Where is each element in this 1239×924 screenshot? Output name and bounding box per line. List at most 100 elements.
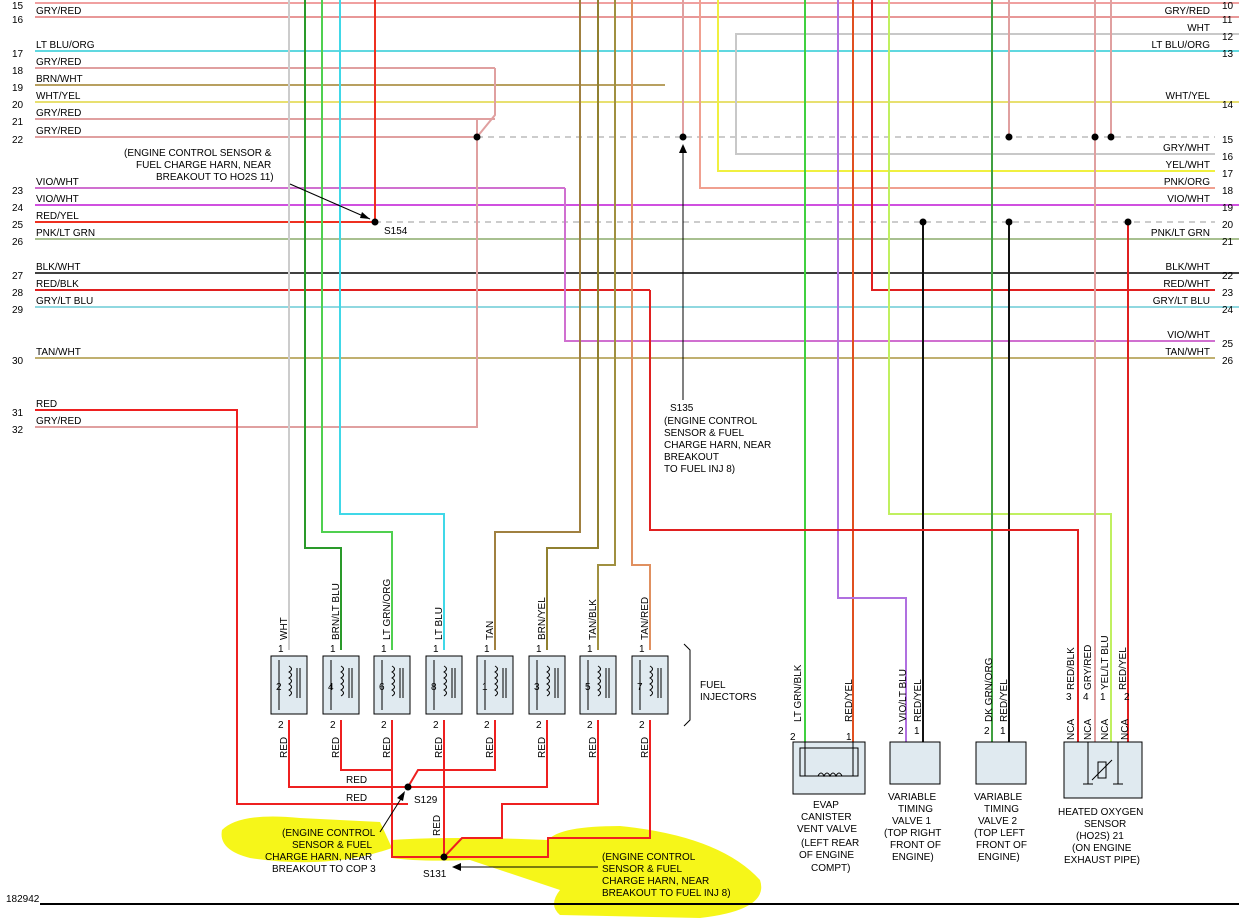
right-label-17: YEL/WHT [1166,160,1210,171]
right-num-15: 15 [1222,135,1234,146]
vtv1-wire-2: RED/YEL [913,679,924,722]
s135-note-1: (ENGINE CONTROL [664,416,758,427]
injector-wire-label: TAN/BLK [588,599,599,640]
right-num-16: 16 [1222,152,1234,163]
right-label-21: PNK/LT GRN [1151,228,1210,239]
right-label-25: VIO/WHT [1167,330,1210,341]
right-label-16: GRY/WHT [1163,143,1210,154]
left-num-27: 27 [12,271,24,282]
highlight-mark-s131 [392,826,762,918]
injector-pin-2: 2 [536,720,542,731]
right-label-24: GRY/LT BLU [1153,296,1210,307]
left-num-31: 31 [12,408,24,419]
injector-pin-2: 2 [330,720,336,731]
injector-red-label: RED [537,737,548,758]
wire-31-red [35,409,408,805]
injector-pin-1: 1 [587,644,593,655]
red-inj3 [408,720,548,788]
injector-feed-1 [304,0,342,650]
left-label-16: GRY/RED [36,6,81,17]
s135-note-2: SENSOR & FUEL [664,428,744,439]
right-num-10: 10 [1222,1,1234,12]
injector-pin-2: 2 [484,720,490,731]
s131-note-1: (ENGINE CONTROL [602,852,696,863]
s131-note-2: SENSOR & FUEL [602,864,682,875]
s131-leader-arrow [452,863,461,871]
red-inj7 [444,720,651,858]
wire-r12 [735,33,1239,155]
left-label-19: BRN/WHT [36,74,83,85]
left-num-30: 30 [12,356,24,367]
s135-note-4: BREAKOUT [664,452,719,463]
left-label-29: GRY/LT BLU [36,296,93,307]
ho2s-wire-3: YEL/LT BLU [1100,635,1111,690]
injector-coil [649,665,653,697]
injector-red-label: RED [485,737,496,758]
wire-ho2s-1 [888,0,1112,742]
right-label-26: TAN/WHT [1165,347,1210,358]
injector-coil [391,665,395,697]
injector-red-label: RED [382,737,393,758]
evap-label-5: OF ENGINE [799,850,854,861]
right-num-21: 21 [1222,237,1234,248]
red-label-3: RED [432,815,443,836]
ho2s-label-3: (HO2S) 21 [1076,831,1124,842]
right-num-12: 12 [1222,32,1234,43]
injector-pin-1: 1 [433,644,439,655]
left-label-23: VIO/WHT [36,177,79,188]
wire-r23 [871,0,1215,291]
ho2s-nca-2: NCA [1083,719,1094,740]
left-num-25: 25 [12,220,24,231]
injector-pin-1: 1 [278,644,284,655]
ho2s-label-4: (ON ENGINE [1072,843,1132,854]
injector-wire-label: TAN [485,621,496,640]
injector-pin-2: 2 [278,720,284,731]
red-label-1: RED [346,775,367,786]
injector-wire-label: WHT [279,617,290,640]
injector-feed-6 [597,0,616,650]
right-label-18: PNK/ORG [1164,177,1210,188]
injector-body [270,655,308,715]
left-num-20: 20 [12,100,24,111]
vtv2-label-2: TIMING [984,804,1019,815]
injector-pin-1: 1 [381,644,387,655]
injectors-label-2: INJECTORS [700,692,757,703]
red-inj2 [288,720,408,788]
injector-cyl-label: 7 [637,682,643,693]
right-num-17: 17 [1222,169,1234,180]
wire-r18 [699,0,1215,189]
injector-pin-2: 2 [381,720,387,731]
left-num-16: 16 [12,15,24,26]
evap-canister-vent-valve: 2 1 LT GRN/BLK RED/YEL EVAP CANISTER VEN… [790,664,866,874]
left-label-17: LT BLU/ORG [36,40,95,51]
injector-wire-label: TAN/RED [640,597,651,640]
vtv1-wire-1: VIO/LT BLU [898,669,909,722]
injector-coil [494,665,498,697]
right-num-11: 11 [1222,15,1233,26]
figure-id: 182942 [6,894,40,905]
evap-pin-2: 2 [790,732,796,743]
injector-coil [443,665,447,697]
vtv2-label-1: VARIABLE [974,792,1022,803]
injector-feed-7 [631,0,651,650]
injector-body [528,655,566,715]
s129-leader [379,793,405,833]
s129-label: S129 [414,795,438,806]
red-label-2: RED [346,793,367,804]
injector-body [373,655,411,715]
left-num-28: 28 [12,288,24,299]
wire-r17 [717,0,1215,172]
injector-cyl-label: 2 [276,682,282,693]
injector-red-label: RED [434,737,445,758]
ho2s-label-2: SENSOR [1084,819,1126,830]
s131-note-4: BREAKOUT TO FUEL INJ 8) [602,888,731,899]
injector-wire-label: LT BLU [434,607,445,640]
injector-red-label: RED [331,737,342,758]
injector-body [322,655,360,715]
vtv2-wire-2: RED/YEL [999,679,1010,722]
vtv2-label-5: FRONT OF [976,840,1027,851]
vtv2-label-6: ENGINE) [978,852,1020,863]
injector-pin-2: 2 [587,720,593,731]
